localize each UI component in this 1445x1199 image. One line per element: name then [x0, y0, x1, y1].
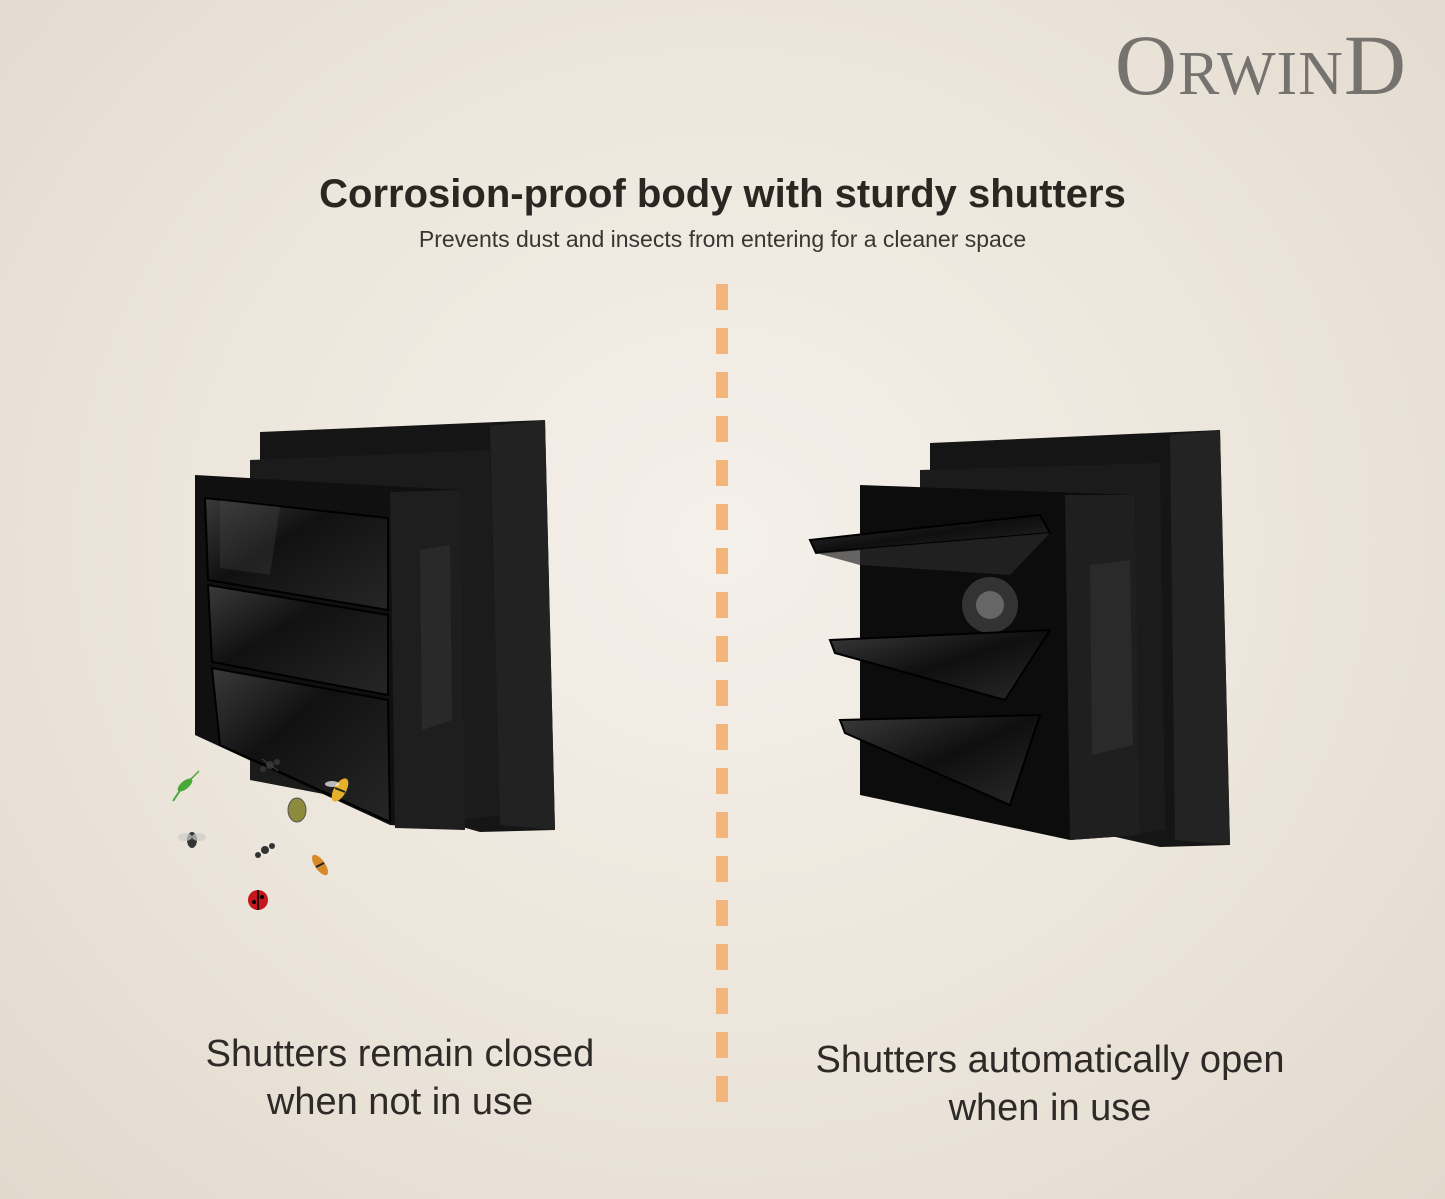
grasshopper-icon — [172, 770, 200, 802]
page-title: Corrosion-proof body with sturdy shutter… — [319, 172, 1126, 216]
open-caption-line1: Shutters automatically open — [815, 1039, 1285, 1081]
open-caption-line2: when in use — [948, 1087, 1152, 1129]
closed-caption-line2: when not in use — [266, 1081, 534, 1123]
ladybug-icon — [248, 890, 268, 910]
closed-caption: Shutters remain closed when not in use — [120, 1030, 680, 1126]
fan-open-image — [808, 430, 1230, 847]
insects-group — [172, 758, 349, 910]
fly-icon — [178, 832, 206, 848]
open-caption: Shutters automatically open when in use — [760, 1036, 1340, 1132]
ant-icon-2 — [255, 843, 275, 858]
fan-closed-image — [195, 420, 555, 832]
dashed-divider — [716, 284, 728, 1114]
wasp-icon — [325, 778, 349, 802]
brand-logo: ORWIND — [1115, 22, 1407, 108]
closed-caption-line1: Shutters remain closed — [205, 1033, 595, 1075]
brand-letter-last: D — [1343, 17, 1407, 113]
wasp-icon-2 — [311, 854, 329, 876]
brand-letter-first: O — [1114, 17, 1179, 113]
ant-icon — [260, 758, 280, 772]
brand-letters-middle: RWIN — [1178, 40, 1344, 108]
page-subtitle: Prevents dust and insects from entering … — [418, 226, 1027, 252]
stink-bug-icon — [287, 797, 307, 823]
